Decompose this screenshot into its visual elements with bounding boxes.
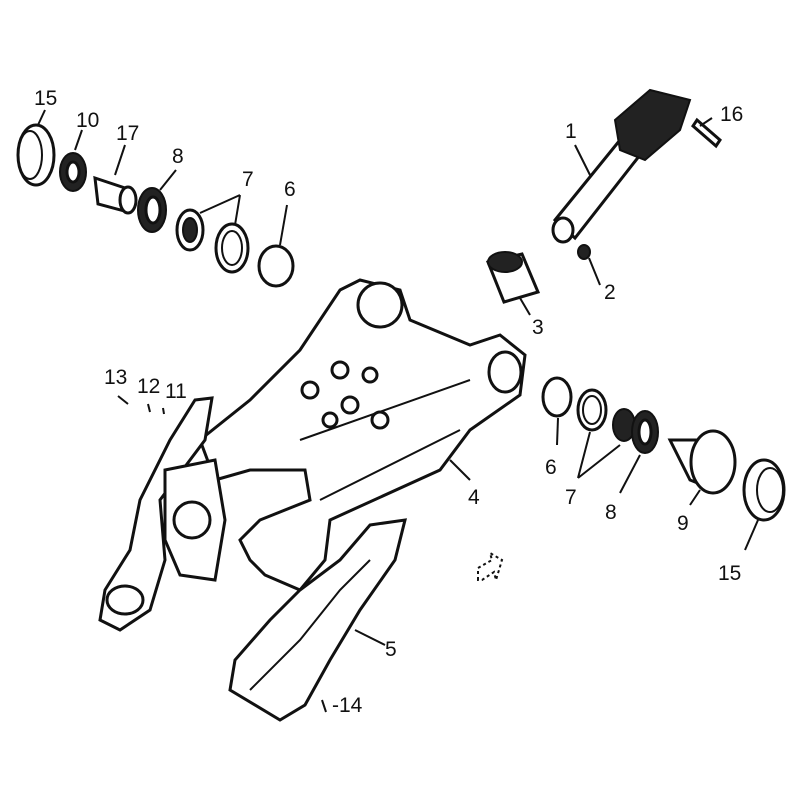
part-8-seal-right <box>631 410 659 454</box>
callout-3: 3 <box>532 316 544 339</box>
callout-15-right: 15 <box>718 562 741 585</box>
part-6-collar-left <box>257 244 295 288</box>
part-4-swing-arm <box>198 278 527 592</box>
callout-7-right: 7 <box>565 486 577 509</box>
callout-5: 5 <box>385 638 397 661</box>
part-7-bearing-left <box>175 208 250 274</box>
part-15-dust-cap-left <box>16 123 56 187</box>
callout-14: -14 <box>332 694 363 717</box>
part-brake-bracket <box>98 396 227 632</box>
callout-6-left: 6 <box>284 178 296 201</box>
front-direction-arrow <box>477 550 504 584</box>
part-1-drive-shaft <box>551 88 692 244</box>
callout-9: 9 <box>677 512 689 535</box>
part-10-nut <box>59 152 87 192</box>
callout-12: 12 <box>137 375 160 398</box>
callout-2: 2 <box>604 281 616 304</box>
part-16-pin <box>691 117 722 149</box>
callout-8-right: 8 <box>605 501 617 524</box>
callout-13: 13 <box>104 366 127 389</box>
callout-10: 10 <box>76 109 99 132</box>
part-15-dust-cap-right <box>742 458 786 522</box>
part-9-pivot-bolt-cap <box>667 429 737 495</box>
part-5-chain-guard <box>228 518 407 722</box>
parts-11-12-13-bolts <box>117 395 327 713</box>
part-17-spacer <box>93 175 138 215</box>
part-6-collar-right <box>541 376 573 418</box>
callout-1: 1 <box>565 120 577 143</box>
callout-11: 11 <box>165 380 187 403</box>
part-7-bearing-right <box>576 388 636 442</box>
part-3-sleeve <box>485 251 541 304</box>
leader-lines <box>37 109 759 646</box>
callout-4: 4 <box>468 486 480 509</box>
part-8-seal-left <box>137 187 167 233</box>
callout-17: 17 <box>116 122 139 145</box>
callout-8-left: 8 <box>172 145 184 168</box>
callout-6-right: 6 <box>545 456 557 479</box>
callout-7-left: 7 <box>242 168 254 191</box>
callout-15-left: 15 <box>34 87 57 110</box>
part-2-washer <box>577 244 591 260</box>
callout-16: 16 <box>720 103 743 126</box>
